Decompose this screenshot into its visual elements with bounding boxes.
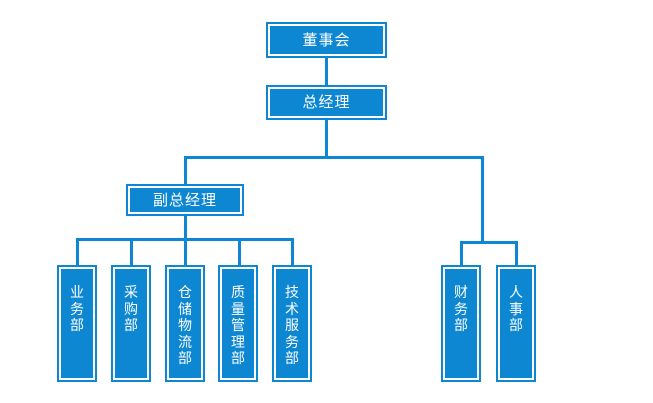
connector-drop-purchasing — [130, 238, 133, 266]
node-purchasing-label: 采购部 — [124, 285, 138, 335]
node-board[interactable]: 董事会 — [266, 22, 387, 58]
node-business[interactable]: 业务部 — [57, 265, 97, 382]
node-finance[interactable]: 财务部 — [441, 265, 481, 382]
node-general-manager[interactable]: 总经理 — [266, 85, 387, 120]
connector-left-branch-bar — [76, 238, 291, 241]
connector-drop-business — [76, 238, 79, 266]
node-board-label: 董事会 — [302, 30, 351, 49]
node-warehouse-logistics-label: 仓储物流部 — [178, 285, 192, 368]
connector-to-deputy-gm — [184, 156, 187, 184]
node-technical-service[interactable]: 技术服务部 — [272, 265, 312, 382]
node-quality-management[interactable]: 质量管理部 — [218, 265, 258, 382]
node-quality-management-label: 质量管理部 — [231, 285, 245, 368]
connector-drop-technical — [291, 238, 294, 266]
connector-right-branch-bar — [460, 241, 518, 244]
connector-drop-quality — [238, 238, 241, 266]
connector-to-right-branch — [481, 156, 484, 241]
node-deputy-general-manager[interactable]: 副总经理 — [126, 184, 244, 216]
node-human-resources-label: 人事部 — [509, 285, 523, 335]
node-human-resources[interactable]: 人事部 — [496, 265, 536, 382]
node-business-label: 业务部 — [70, 285, 84, 335]
connector-drop-hr — [515, 241, 518, 266]
node-general-manager-label: 总经理 — [302, 93, 351, 111]
connector-deputy-gm-down — [184, 215, 187, 239]
connector-drop-warehouse — [184, 238, 187, 266]
node-technical-service-label: 技术服务部 — [285, 285, 299, 368]
node-finance-label: 财务部 — [454, 285, 468, 335]
node-deputy-general-manager-label: 副总经理 — [152, 190, 217, 209]
connector-drop-finance — [460, 241, 463, 266]
connector-gm-down — [325, 119, 328, 158]
connector-gm-split-bar — [184, 156, 484, 159]
node-warehouse-logistics[interactable]: 仓储物流部 — [165, 265, 205, 382]
connector-board-to-gm — [325, 57, 328, 85]
node-purchasing[interactable]: 采购部 — [111, 265, 151, 382]
